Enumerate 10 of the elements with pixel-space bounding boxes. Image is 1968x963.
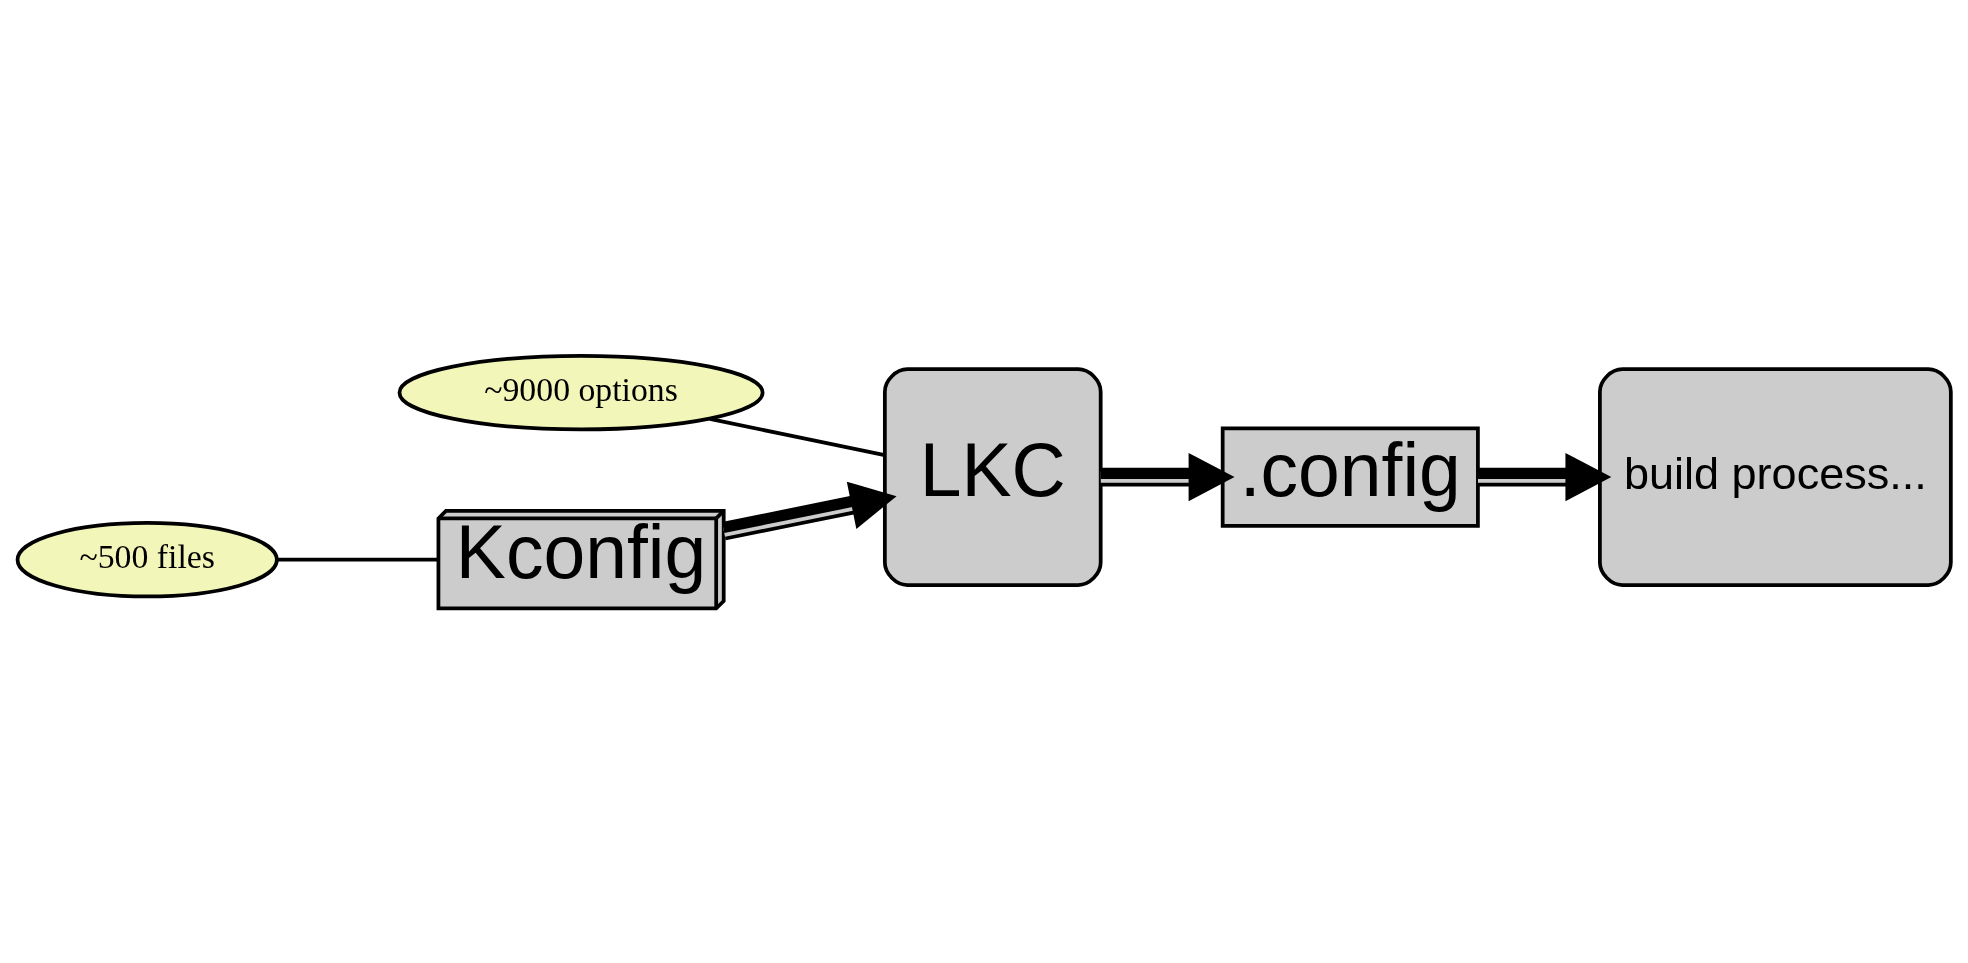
connector	[277, 557, 438, 562]
node-box: LKC	[882, 366, 1103, 587]
connector	[709, 416, 886, 457]
node-ellipse: ~500 files	[15, 520, 279, 598]
arrow	[722, 481, 897, 540]
arrow	[1478, 452, 1612, 501]
node-box: build process...	[1598, 366, 1953, 587]
node-ellipse: ~9000 options	[397, 353, 765, 431]
node-box: .config	[1220, 425, 1480, 528]
arrow	[1100, 452, 1235, 501]
